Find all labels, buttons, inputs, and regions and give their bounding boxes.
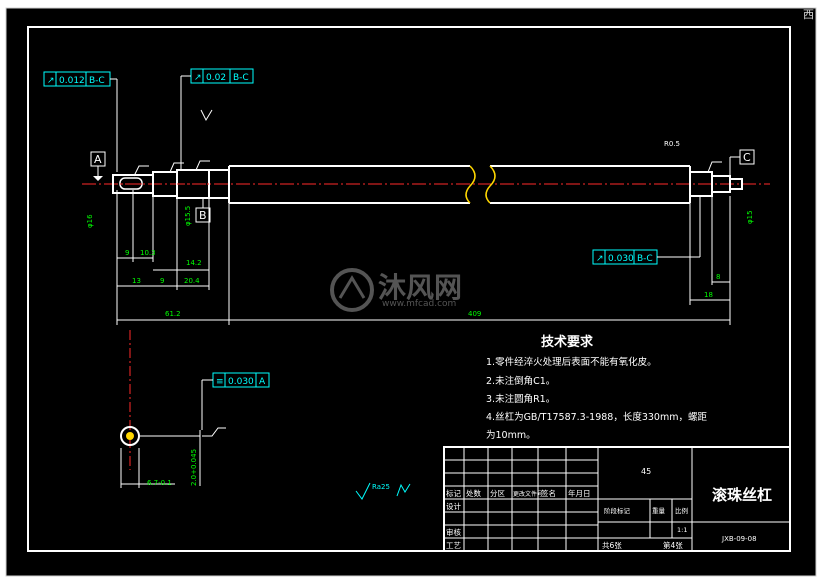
key-section-view: 6.7-0.1 2.0+0.045 bbox=[120, 330, 226, 488]
dim-r0-5: R0.5 bbox=[664, 140, 680, 148]
requirement-2: 2.未注倒角C1。 bbox=[486, 375, 555, 387]
svg-text:A: A bbox=[259, 377, 266, 387]
tb-sheet-no: 第4张 bbox=[663, 540, 683, 550]
requirement-4b: 为10mm。 bbox=[486, 429, 536, 441]
watermark-logo-icon bbox=[330, 268, 374, 312]
dim-61-2: 61.2 bbox=[165, 310, 181, 318]
thread-body-left bbox=[228, 165, 470, 204]
dim-18: 18 bbox=[704, 291, 713, 299]
tb-drawing-no: JXB-09-08 bbox=[721, 535, 757, 543]
tb-scale-value: 1:1 bbox=[677, 526, 687, 534]
dim-9: 9 bbox=[125, 249, 129, 257]
tb-count: 处数 bbox=[466, 488, 481, 498]
tb-design: 设计 bbox=[446, 501, 461, 511]
watermark-name: 沐风网 bbox=[378, 271, 462, 304]
technical-requirements: 技术要求 1.零件经淬火处理后表面不能有氧化皮。 2.未注倒角C1。 3.未注圆… bbox=[486, 334, 707, 441]
tb-change-doc: 更改文件号 bbox=[513, 490, 543, 498]
tolerance-frame-3: ↗ 0.030 B-C bbox=[592, 196, 701, 265]
ball-screw-shaft bbox=[112, 165, 743, 204]
datum-a: A bbox=[90, 151, 106, 181]
svg-text:0.012: 0.012 bbox=[59, 76, 85, 86]
svg-text:C: C bbox=[743, 151, 751, 164]
svg-text:0.030: 0.030 bbox=[608, 254, 634, 264]
roughness-note: Ra25 bbox=[355, 482, 411, 500]
tb-weight: 重量 bbox=[652, 507, 666, 515]
tb-scale: 比例 bbox=[675, 506, 688, 515]
svg-text:B-C: B-C bbox=[89, 76, 105, 86]
drawing-frame bbox=[27, 26, 791, 552]
dimensions bbox=[116, 190, 731, 325]
tb-process: 工艺 bbox=[446, 541, 461, 550]
requirement-1: 1.零件经淬火处理后表面不能有氧化皮。 bbox=[486, 356, 657, 368]
tolerance-frame-4: ≡ 0.030 A bbox=[201, 372, 270, 430]
tb-total-sheets: 共6张 bbox=[602, 541, 622, 550]
right-end bbox=[729, 178, 743, 190]
dimension-values: 9 10.3 13 9 14.2 20.4 61.2 409 8 18 R0.5… bbox=[86, 140, 754, 318]
datum-b: B bbox=[195, 198, 211, 223]
dim-dia-right: φ15 bbox=[746, 210, 754, 224]
tb-mark: 标记 bbox=[446, 488, 461, 498]
surface-roughness-marks bbox=[133, 109, 722, 177]
requirement-4: 4.丝杠为GB/T17587.3-1988，长度330mm，螺距 bbox=[486, 411, 707, 423]
tb-date: 年月日 bbox=[568, 488, 591, 498]
svg-text:≡: ≡ bbox=[216, 377, 224, 387]
svg-text:B-C: B-C bbox=[637, 254, 653, 264]
title-block bbox=[443, 446, 791, 552]
svg-text:A: A bbox=[94, 153, 102, 166]
tb-check: 审核 bbox=[446, 527, 461, 537]
svg-text:B-C: B-C bbox=[233, 73, 249, 83]
requirements-title: 技术要求 bbox=[541, 334, 594, 350]
material: 45 bbox=[641, 467, 651, 476]
drawing-sheet bbox=[5, 7, 817, 577]
dim-409: 409 bbox=[468, 310, 481, 318]
svg-text:↗: ↗ bbox=[194, 73, 202, 83]
dim-key-depth: 2.0+0.045 bbox=[190, 449, 198, 486]
watermark: 沐风网 www.mfcad.com bbox=[330, 268, 462, 312]
dim-9b: 9 bbox=[160, 277, 164, 285]
svg-text:0.02: 0.02 bbox=[206, 73, 226, 83]
svg-text:↗: ↗ bbox=[47, 76, 55, 86]
dim-8: 8 bbox=[716, 273, 720, 281]
svg-text:Ra25: Ra25 bbox=[372, 483, 390, 491]
tolerance-frame-2: ↗ 0.02 B-C bbox=[180, 68, 254, 170]
tb-sign: 签名 bbox=[541, 488, 556, 498]
tolerance-frame-1: ↗ 0.012 B-C bbox=[43, 71, 118, 172]
tb-stage-mark: 阶段标记 bbox=[604, 506, 631, 515]
watermark-url: www.mfcad.com bbox=[382, 299, 456, 309]
svg-text:↗: ↗ bbox=[596, 254, 604, 264]
dim-key-width: 6.7-0.1 bbox=[147, 479, 172, 487]
title-block-text: 45 滚珠丝杠 标记 处数 分区 更改文件号 签名 年月日 设计 审核 工艺 阶… bbox=[446, 467, 772, 550]
dim-13: 13 bbox=[132, 277, 141, 285]
requirement-3: 3.未注圆角R1。 bbox=[486, 393, 555, 405]
tb-zone: 分区 bbox=[490, 489, 505, 498]
break-line bbox=[465, 165, 496, 204]
datum-c: C bbox=[729, 149, 755, 176]
corner-label: 西 bbox=[803, 8, 814, 21]
dim-dia-left: φ16 bbox=[86, 214, 94, 228]
dim-14-2: 14.2 bbox=[186, 259, 202, 267]
dim-20-4: 20.4 bbox=[184, 277, 200, 285]
part-name: 滚珠丝杠 bbox=[712, 486, 772, 504]
svg-text:0.030: 0.030 bbox=[228, 377, 254, 387]
svg-text:B: B bbox=[199, 209, 207, 222]
dim-10-3: 10.3 bbox=[140, 249, 156, 257]
dim-dia-mid: φ15.5 bbox=[184, 206, 192, 226]
